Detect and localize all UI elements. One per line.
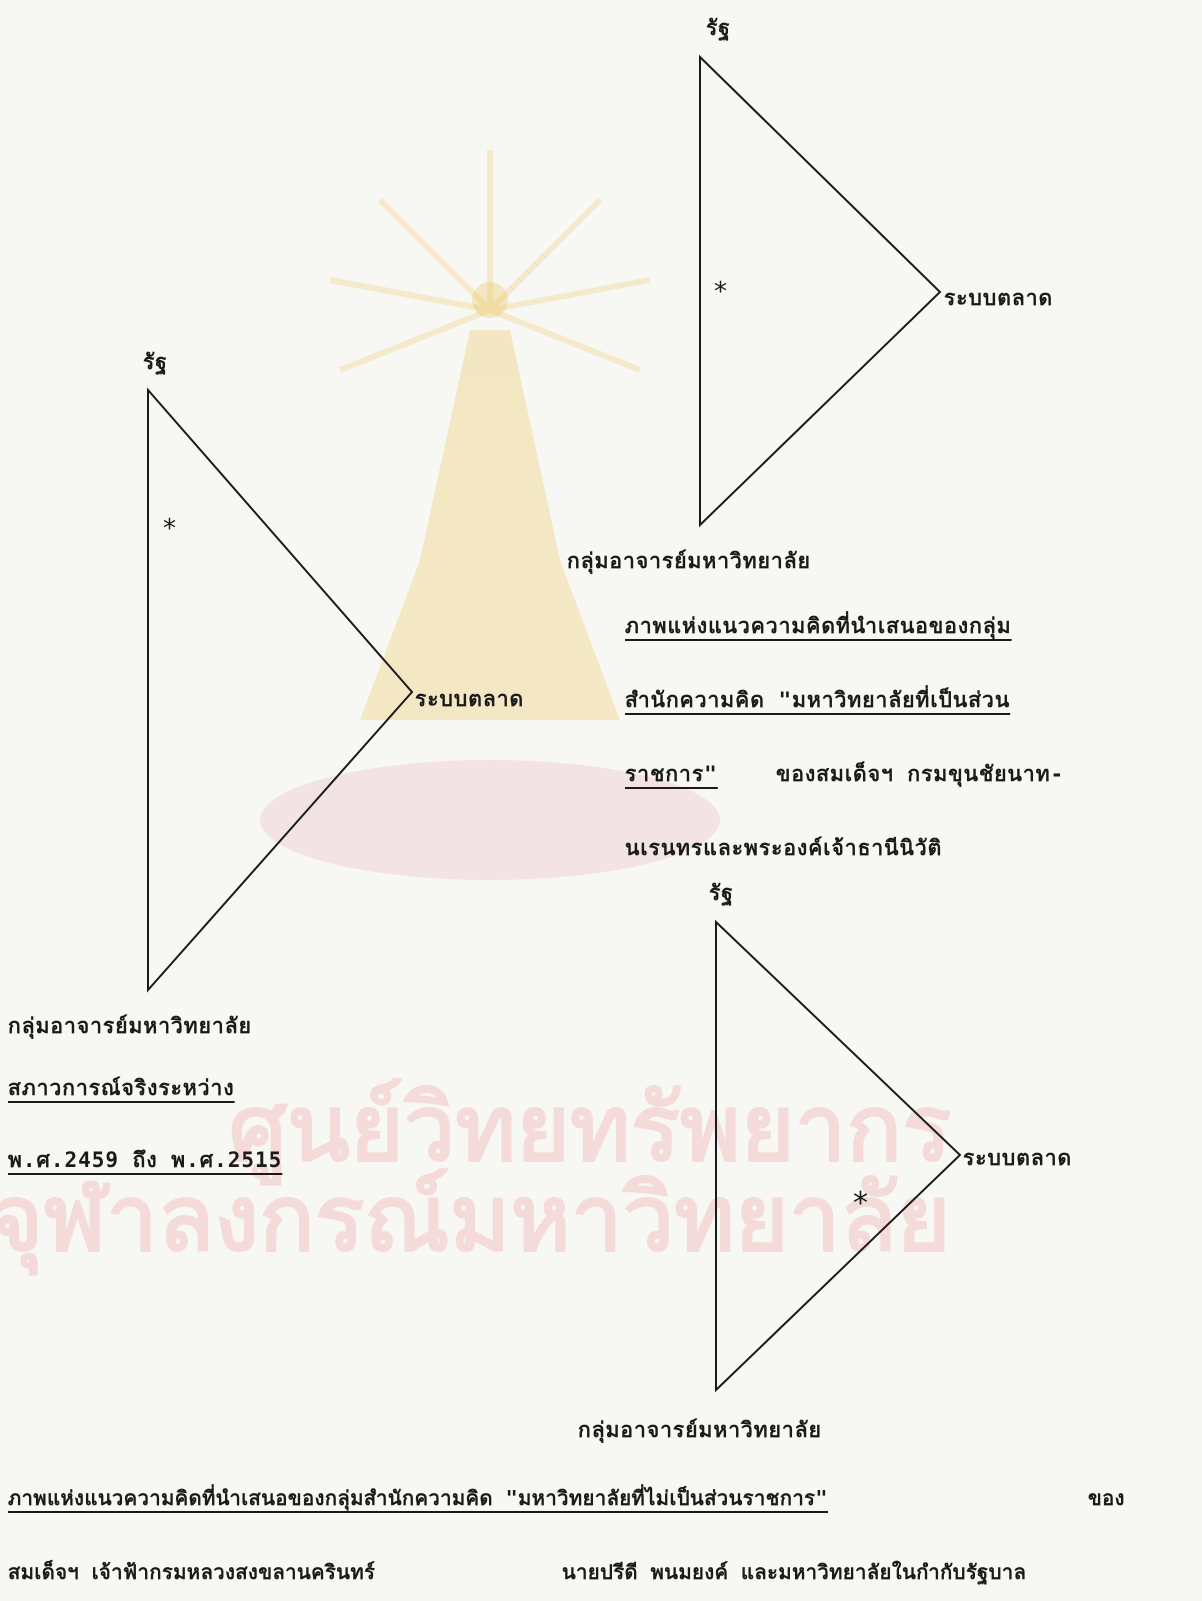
bottom-apex-label: รัฐ [709,881,734,905]
left-caption-line1: สภาวการณ์จริงระหว่าง [8,1076,235,1100]
top-caption-line4: นเรนทรและพระองค์เจ้าธานีนิวัติ [625,836,943,860]
top-bottom-label: กลุ่มอาจารย์มหาวิทยาลัย [567,549,811,573]
top-caption-line3-tail: ของสมเด็จฯ กรมขุนชัยนาท- [776,762,1065,786]
top-caption-line3: ราชการ" [625,762,718,786]
left-caption-line2: พ.ศ.2459 ถึง พ.ศ.2515 [8,1148,283,1172]
top-caption-line1: ภาพแห่งแนวความคิดที่นำเสนอของกลุ่ม [625,614,1012,638]
triangle-left [147,387,414,993]
bottom-caption-line1: ภาพแห่งแนวความคิดที่นำเสนอของกลุ่มสำนักค… [8,1486,828,1510]
watermark-text-line2: จุฬาลงกรณ์มหาวิทยาลัย [0,1165,951,1276]
marker-bottom: * [853,1186,868,1221]
triangle-top [699,54,942,528]
top-caption-line2: สำนักความคิด "มหาวิทยาลัยที่เป็นส่วน [625,688,1011,712]
bottom-right-label: ระบบตลาด [963,1146,1073,1170]
bottom-caption-line2-right: นายปรีดี พนมยงค์ และมหาวิทยาลัยในกำกับรั… [562,1560,1027,1584]
bottom-caption-line2-left: สมเด็จฯ เจ้าฟ้ากรมหลวงสงขลานครินทร์ [8,1560,376,1584]
left-bottom-label: กลุ่มอาจารย์มหาวิทยาลัย [8,1014,252,1038]
bottom-bottom-label: กลุ่มอาจารย์มหาวิทยาลัย [578,1418,822,1442]
marker-left: * [163,514,176,544]
top-apex-label: รัฐ [706,16,731,40]
watermark-text-line1: ศูนย์วิทยทรัพยากร [229,1075,952,1186]
bottom-caption-line1-tail: ของ [1088,1486,1125,1510]
marker-top: * [714,277,727,307]
top-right-label: ระบบตลาด [944,286,1054,310]
left-apex-label: รัฐ [143,350,168,374]
triangle-bottom [715,919,962,1393]
left-right-label: ระบบตลาด [415,687,525,711]
